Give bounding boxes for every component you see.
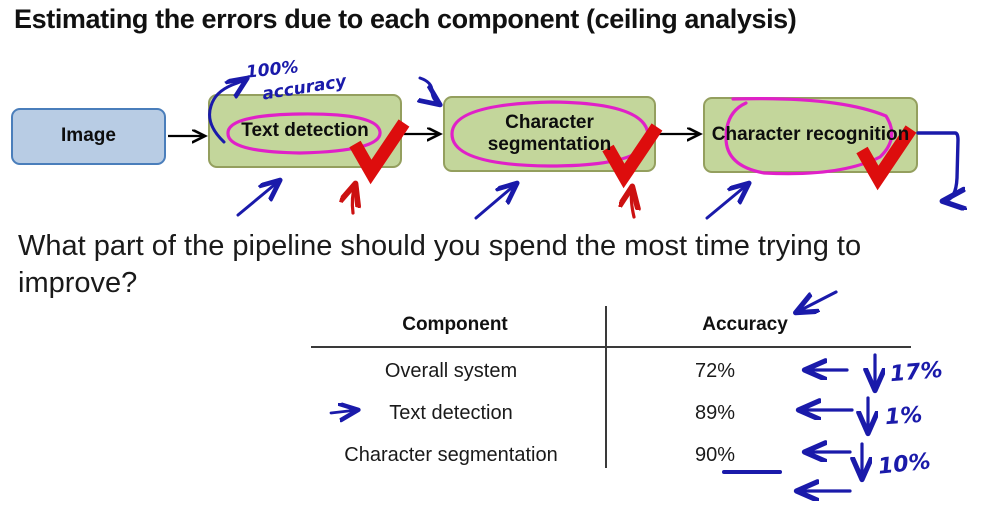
annotation-red-arrows-under-checkmarks [352,185,634,219]
page-title: Estimating the errors due to each compon… [14,4,797,34]
annotation-hook-arrow-right [916,131,958,201]
table-row: Overall system [384,360,518,382]
table-cell-accuracy: 89% [694,402,736,424]
pipeline-box-image-label: Image [61,125,116,147]
handwritten-delta-10-percent: 10% [876,449,932,480]
table-cell-accuracy: 72% [694,360,736,382]
pipeline-box-character-recognition-label: Character recognition [711,123,910,145]
pipeline-box-image[interactable]: Image [11,108,166,165]
handwritten-delta-17-percent: 17% [889,357,944,388]
table-column-divider [605,306,607,468]
pipeline-box-character-recognition[interactable]: Character recognition [703,97,918,173]
pipeline-box-text-detection[interactable]: Text detection [208,94,402,168]
table-header-component: Component [402,314,508,335]
accuracy-table: Component Accuracy Overall system 72% Te… [305,306,915,481]
handwritten-delta-1-percent: 1% [884,402,924,431]
table-header-rule [311,346,911,348]
pipeline-box-character-segmentation-label: Character segmentation [487,111,612,155]
question-text: What part of the pipeline should you spe… [18,230,862,300]
pipeline-box-text-detection-label: Text detection [241,119,369,141]
table-header-accuracy: Accuracy [702,314,788,335]
annotation-arrows-under-boxes [236,181,748,220]
table-row: Character segmentation [344,444,558,466]
table-row: Text detection [389,402,513,424]
annotation-arrow-above-segmentation [420,76,439,104]
table-cell-accuracy: 90% [694,444,736,466]
pipeline-box-character-segmentation[interactable]: Character segmentation [443,96,656,172]
